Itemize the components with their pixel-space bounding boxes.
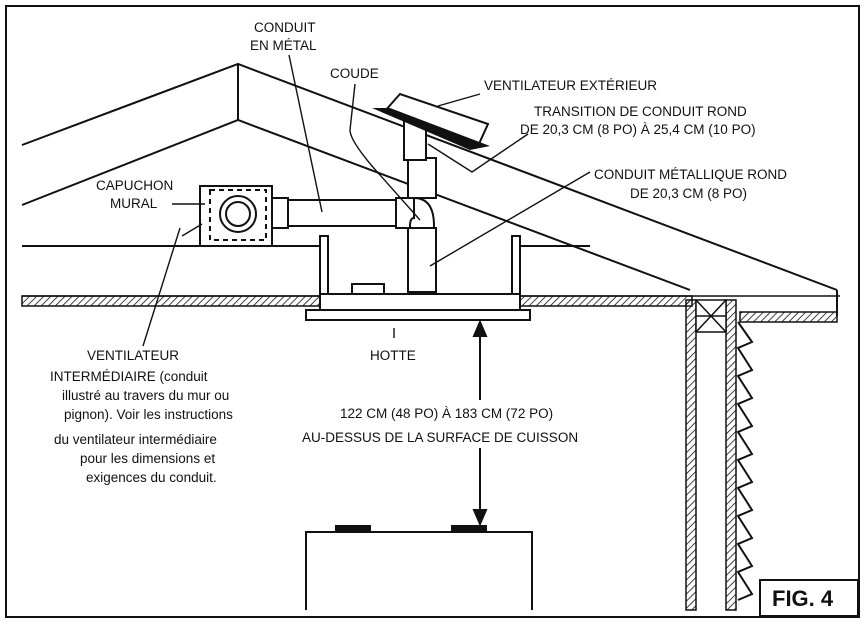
label-hauteur-1: 122 CM (48 PO) À 183 CM (72 PO)	[340, 406, 553, 421]
hood-housing	[305, 235, 531, 321]
label-conduit-metal-2: EN MÉTAL	[250, 38, 317, 53]
label-intermediaire-7: exigences du conduit.	[86, 470, 217, 485]
vertical-duct	[403, 119, 437, 293]
label-intermediaire-3: illustré au travers du mur ou	[62, 388, 229, 403]
leader-lines	[142, 54, 591, 347]
label-conduit-rond-2: DE 20,3 CM (8 PO)	[630, 186, 747, 201]
elbow	[409, 196, 435, 233]
horizontal-duct	[271, 197, 415, 229]
label-intermediaire-6: pour les dimensions et	[80, 451, 215, 466]
label-intermediaire-4: pignon). Voir les instructions	[64, 407, 233, 422]
label-capuchon-2: MURAL	[110, 196, 158, 211]
label-intermediaire-2: INTERMÉDIAIRE (conduit	[50, 369, 208, 384]
label-transition-1: TRANSITION DE CONDUIT ROND	[534, 104, 747, 119]
wall-cap	[199, 185, 273, 247]
label-coude: COUDE	[330, 66, 379, 81]
exterior-wall	[685, 299, 737, 611]
figure-frame	[5, 5, 860, 618]
exterior-vent	[372, 92, 490, 150]
label-hauteur-2: AU-DESSUS DE LA SURFACE DE CUISSON	[302, 430, 578, 445]
label-capuchon-1: CAPUCHON	[96, 178, 173, 193]
range	[305, 525, 533, 610]
figure-label-box: FIG. 4	[759, 579, 859, 617]
label-ventilateur-exterieur: VENTILATEUR EXTÉRIEUR	[484, 78, 657, 93]
label-conduit-rond-1: CONDUIT MÉTALLIQUE ROND	[594, 167, 787, 182]
label-transition-2: DE 20,3 CM (8 PO) À 25,4 CM (10 PO)	[520, 122, 756, 137]
label-hotte: HOTTE	[370, 348, 416, 363]
label-conduit-metal-1: CONDUIT	[254, 20, 316, 35]
figure-label: FIG. 4	[772, 586, 834, 611]
height-dimension-arrow	[472, 319, 488, 527]
label-intermediaire-5: du ventilateur intermédiaire	[54, 432, 217, 447]
siding	[736, 321, 754, 601]
label-intermediaire-1: VENTILATEUR	[87, 348, 179, 363]
